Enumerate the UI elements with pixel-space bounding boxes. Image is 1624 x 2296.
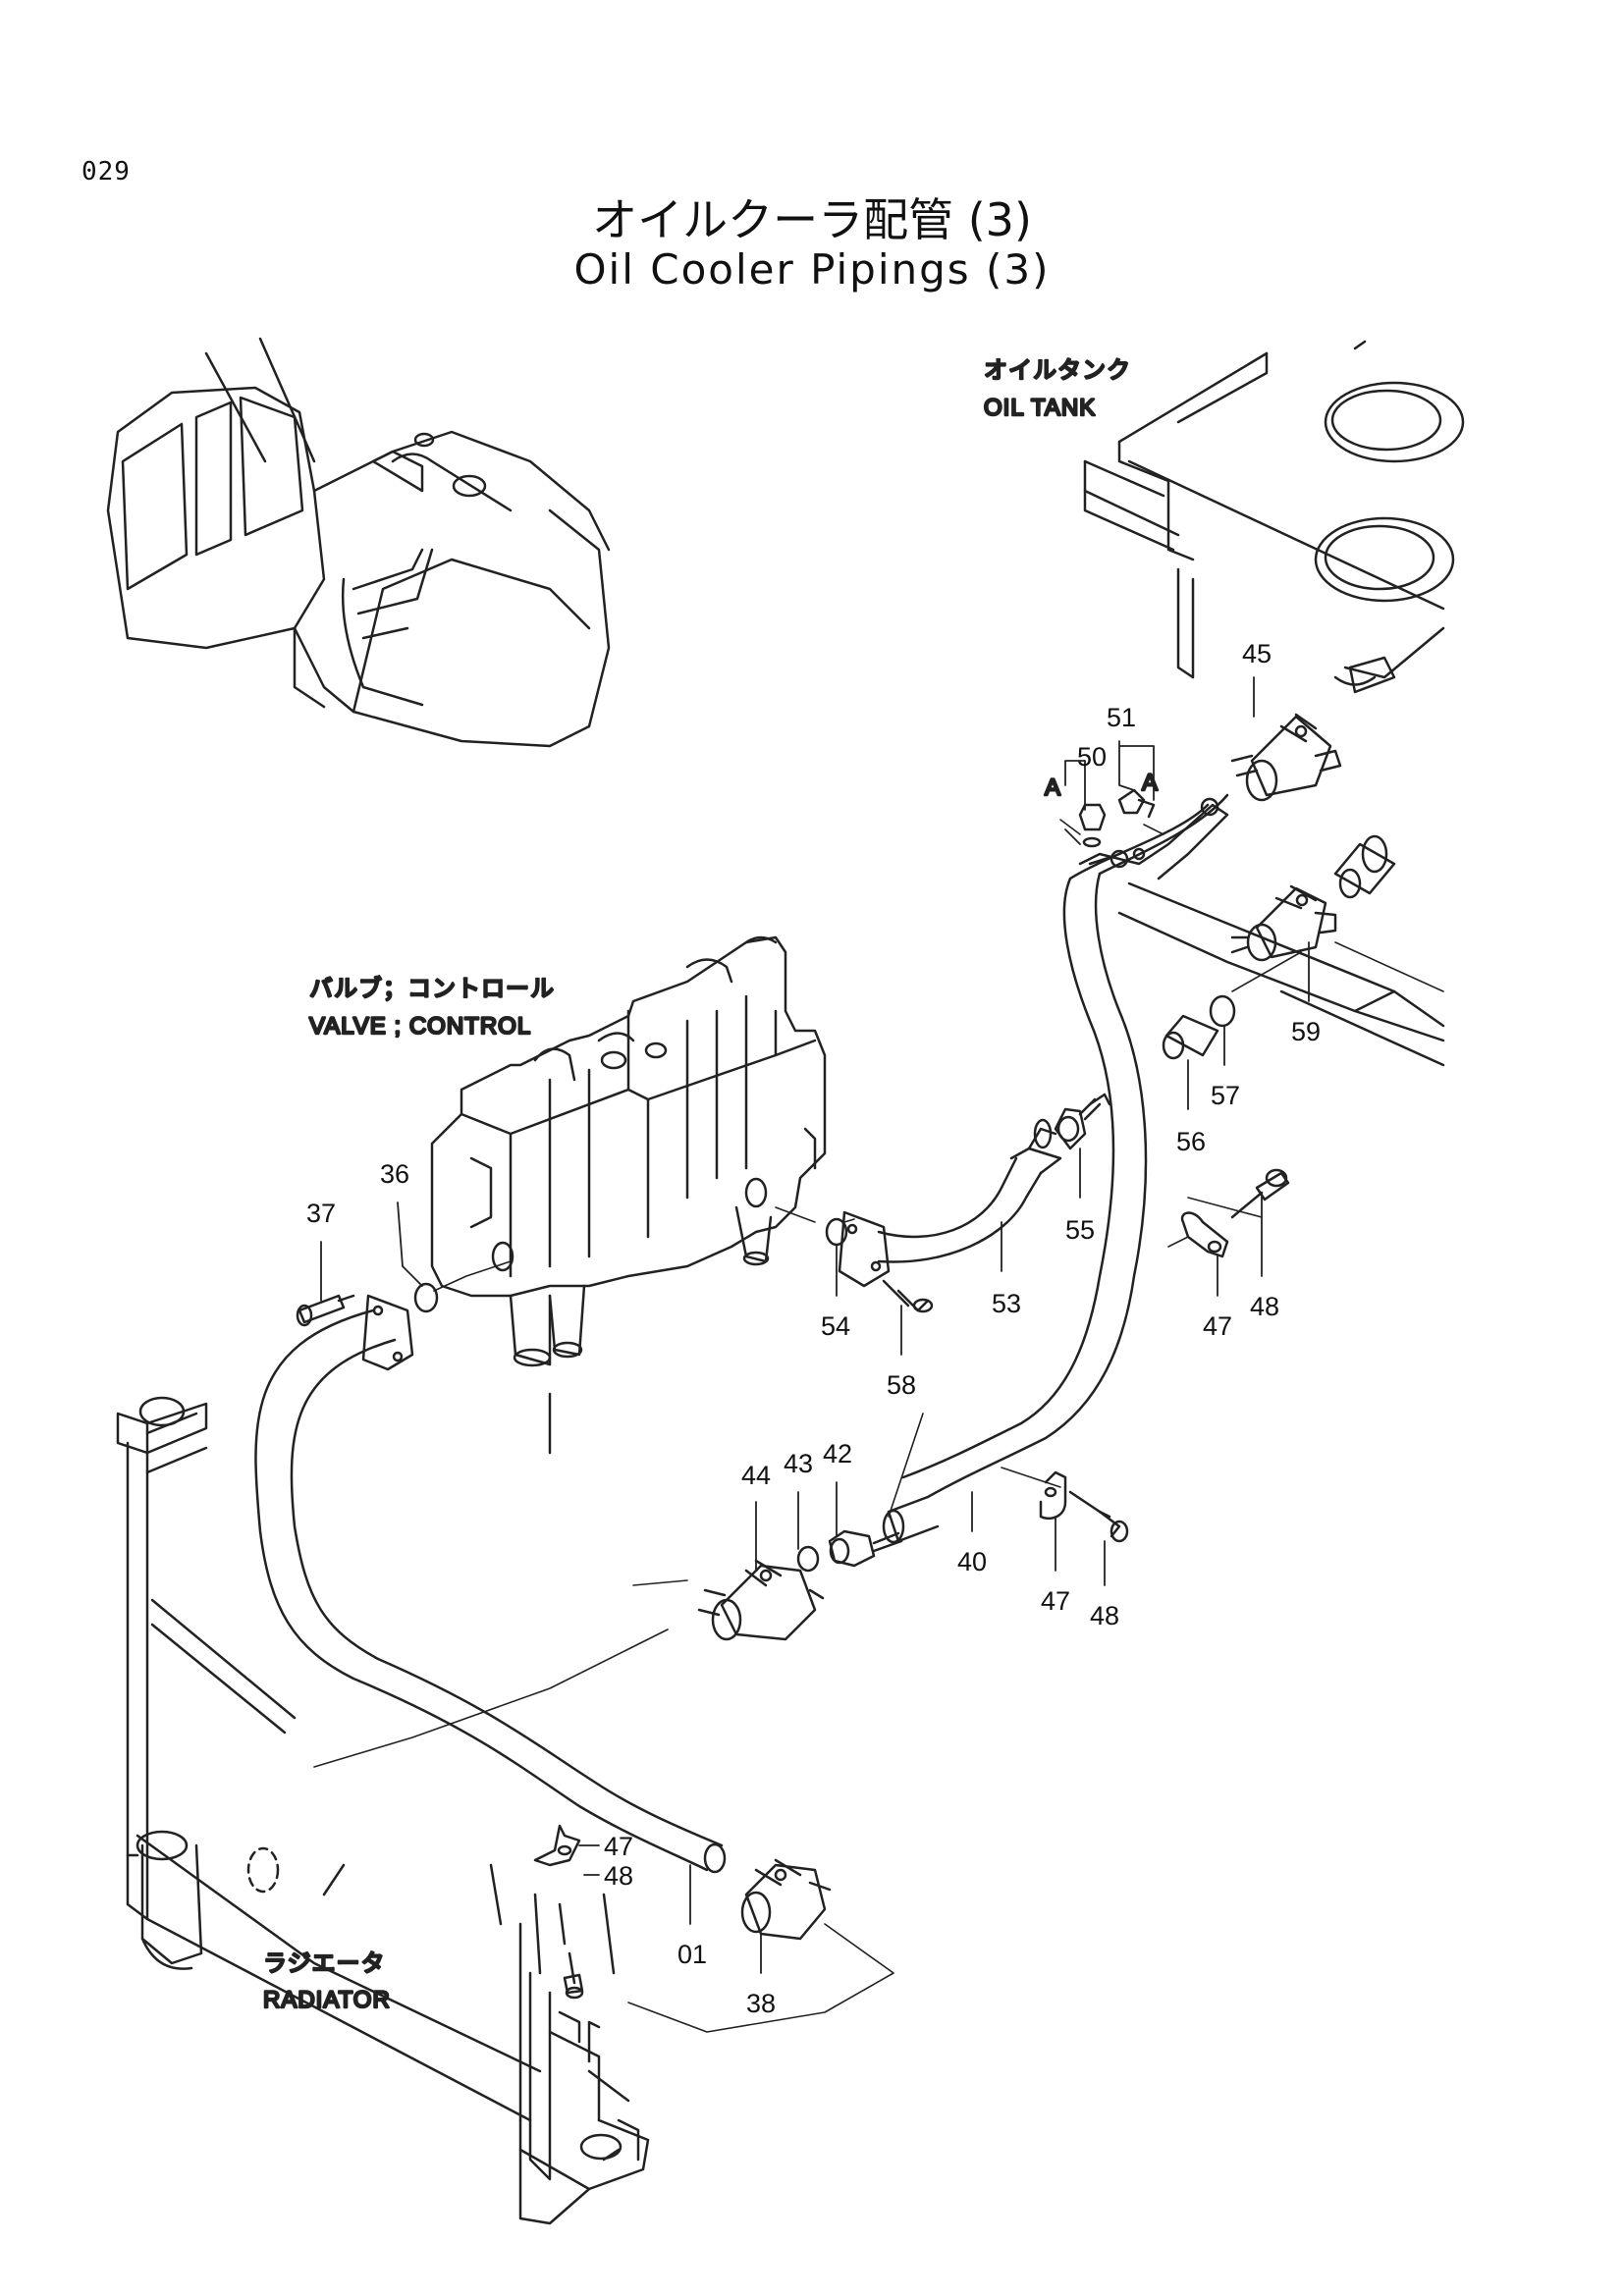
page-number: 029 [81,157,131,187]
radiator-label-ja: ラジエータ [263,1950,386,1977]
part-callout: 37 [306,1199,336,1228]
excavator-overview-illustration [106,337,611,748]
control-valve-illustration [430,935,827,1367]
part-callout: 50 [1077,742,1107,772]
part-callout: 48 [1250,1292,1279,1321]
sleeve-56 [1162,1014,1219,1060]
part-callout: 48 [1090,1601,1119,1630]
flange-fitting [361,1294,414,1371]
clamp-47-middle [1039,1470,1067,1521]
tee-fitting [1078,797,1229,881]
bolt-48-lower [563,1951,584,2000]
plug-50 [1078,803,1107,848]
part-callout: 44 [741,1461,771,1490]
part-callout: 42 [823,1439,852,1468]
part-callout: 38 [746,1989,776,2018]
part-callout: 57 [1211,1081,1240,1110]
hose-end-59 [1333,834,1396,899]
oil-tank-label-ja: オイルタンク [984,357,1131,384]
part-callout: 48 [604,1861,633,1891]
leader-lines [313,819,1444,2033]
part-callout: 51 [1107,703,1136,732]
view-mark-a-left: A [1045,774,1061,801]
o-ring-36 [413,1282,439,1313]
oil-tank-illustration [1083,340,1465,1067]
bolt-58 [882,1279,934,1313]
oil-tank-label-en: OIL TANK [984,395,1096,421]
bolt-48-upper [1230,1168,1290,1219]
radiator-label-en: RADIATOR [263,1987,391,2013]
radiator-illustration [116,1392,650,2225]
hose-clamp-45 [1230,713,1342,802]
part-callout: 01 [677,1940,707,1969]
clamp-47-lower [533,1824,581,1867]
plug-51 [1117,788,1156,819]
title-japanese: オイルクーラ配管 (3) [592,193,1032,246]
part-callout: 47 [1041,1586,1070,1616]
ring-57 [1209,994,1236,1028]
hose-40-sleeve [882,1495,940,1544]
hose-clamp-44 [697,1559,825,1641]
hose-clamp-59 [1230,884,1337,962]
bolt-37 [296,1294,355,1327]
valve-control-label-ja: バルブ；コントロール [309,976,555,1002]
part-callout: 55 [1065,1215,1095,1245]
part-callout: 40 [957,1547,987,1576]
part-callout: 47 [1203,1311,1232,1341]
part-callout: 59 [1291,1017,1321,1046]
callout-stems [320,676,1310,1974]
hose-53 [838,1118,1062,1288]
washer-43 [796,1545,820,1573]
bolt-48-middle [1068,1490,1129,1543]
part-callout: 47 [604,1832,633,1861]
part-callout: 53 [992,1289,1021,1318]
valve-control-label-en: VALVE ; CONTROL [309,1013,531,1040]
part-callout: 45 [1242,639,1272,668]
part-callout: 36 [380,1159,409,1189]
hose-01 [254,1308,727,1874]
part-callout: 58 [887,1370,916,1400]
fitting-42 [828,1529,903,1568]
title-english: Oil Cooler Pipings (3) [573,245,1051,294]
part-callout: 43 [784,1449,813,1478]
clamp-47-upper [1180,1211,1229,1258]
hose-clamp-38 [740,1858,832,1941]
fitting-55 [1054,1093,1111,1150]
part-callout: 54 [821,1311,850,1341]
part-callout: 56 [1176,1127,1206,1156]
view-mark-a-right: A [1142,770,1159,796]
